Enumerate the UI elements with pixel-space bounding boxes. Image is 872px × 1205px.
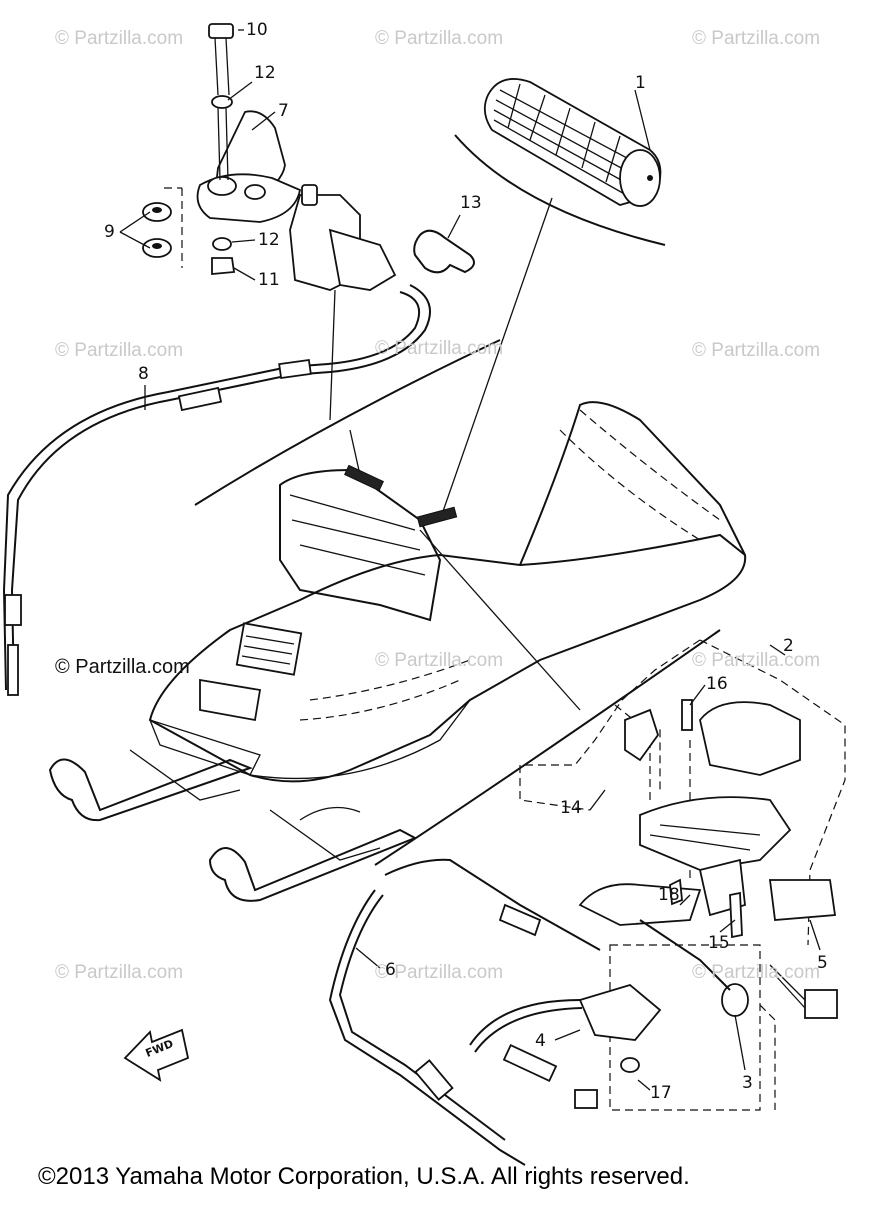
watermark: © Partzilla.com <box>55 962 184 983</box>
callout-4: 4 <box>535 1031 546 1051</box>
watermark: © Partzilla.com <box>55 340 184 361</box>
callout-10: 10 <box>246 20 268 40</box>
callout-6: 6 <box>385 960 396 980</box>
callout-14: 14 <box>560 798 582 818</box>
watermark: © Partzilla.com <box>55 28 184 49</box>
washer-nut-parts <box>142 187 236 275</box>
callout-leaders <box>119 29 821 1091</box>
handlebar-marker-left <box>344 464 384 492</box>
watermark: © Partzilla.com <box>375 28 504 49</box>
watermark: © Partzilla.com <box>692 650 821 671</box>
callout-11: 11 <box>258 270 280 290</box>
watermark-primary: © Partzilla.com <box>55 656 190 678</box>
callout-15: 15 <box>708 933 730 953</box>
switch-housing-parts <box>578 699 838 1073</box>
callout-16: 16 <box>706 674 728 694</box>
snowmobile-body <box>148 401 747 783</box>
watermark: © Partzilla.com <box>692 962 821 983</box>
callout-5: 5 <box>817 953 828 973</box>
callout-1: 1 <box>635 73 646 93</box>
throttle-cable-part <box>2 284 431 696</box>
callout-17: 17 <box>650 1083 672 1103</box>
clip-part <box>413 229 475 274</box>
callout-7: 7 <box>278 101 289 121</box>
callout-18: 18 <box>658 885 680 905</box>
watermark: © Partzilla.com <box>692 28 821 49</box>
callout-3: 3 <box>742 1073 753 1093</box>
callout-9: 9 <box>104 222 115 242</box>
callout-12: 12 <box>258 230 280 250</box>
cable-6-part <box>328 858 601 1166</box>
watermark: © Partzilla.com <box>375 338 504 359</box>
callout-8: 8 <box>138 364 149 384</box>
callout-2: 2 <box>783 636 794 656</box>
throttle-housing-part <box>196 23 397 291</box>
watermark: © Partzilla.com <box>692 340 821 361</box>
handlebar-marker-right <box>416 506 458 528</box>
ski-parts <box>48 749 418 902</box>
callout-12: 12 <box>254 63 276 83</box>
copyright-notice: ©2013 Yamaha Motor Corporation, U.S.A. A… <box>38 1163 690 1190</box>
watermark: © Partzilla.com <box>375 650 504 671</box>
watermark: © Partzilla.com <box>375 962 504 983</box>
callout-13: 13 <box>460 193 482 213</box>
fwd-arrow-icon <box>123 1028 190 1082</box>
handle-grip-part <box>483 78 662 207</box>
